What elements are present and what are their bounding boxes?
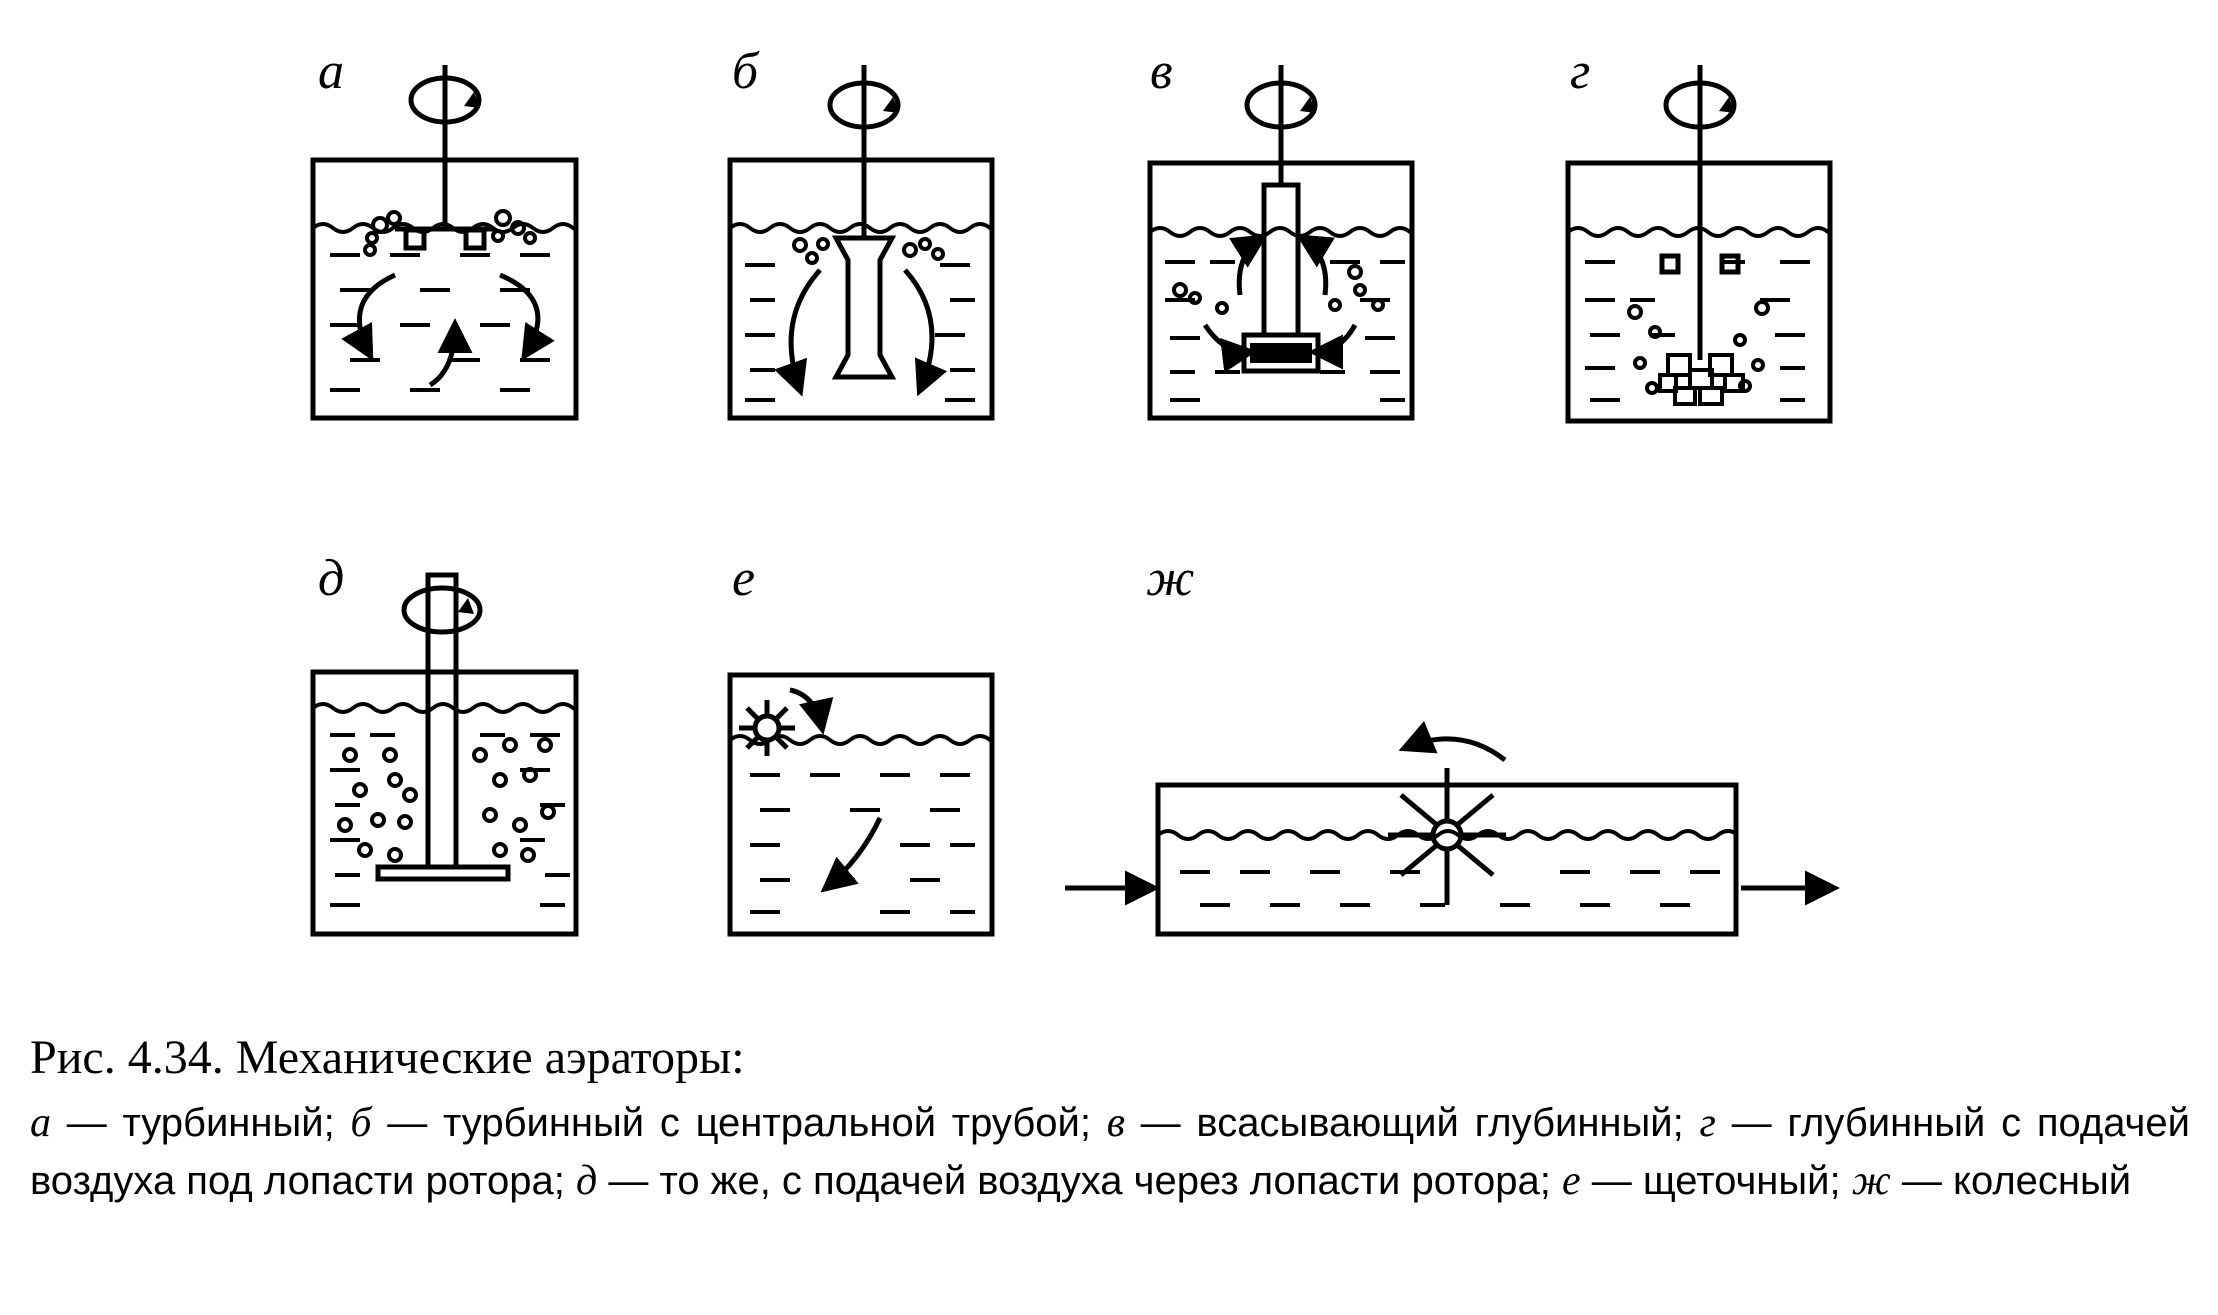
- caption-item: ж — колесный: [1851, 1158, 2132, 1204]
- caption-sep: —: [1715, 1101, 1788, 1145]
- figure-caption: Рис. 4.34. Механические аэраторы: а — ту…: [30, 1028, 2190, 1210]
- panel-g-deep-aerator-air-under-rotor: [1565, 65, 1833, 424]
- caption-text: всасывающий глубинный;: [1196, 1101, 1700, 1145]
- caption-key: в: [1106, 1100, 1125, 1146]
- caption-item: г — глубинный с подачей воздуха под лопа…: [30, 1100, 2190, 1203]
- caption-sep: —: [597, 1159, 660, 1203]
- caption-text: щеточный;: [1642, 1159, 1852, 1203]
- caption-key: д: [575, 1158, 598, 1204]
- panel-label-g: г: [1570, 43, 1590, 100]
- caption-text: глубинный с подачей воздуха под лопасти …: [30, 1101, 2190, 1203]
- caption-key: ж: [1851, 1158, 1891, 1204]
- panel-label-d: д: [318, 550, 344, 607]
- caption-key: г: [1699, 1100, 1716, 1146]
- caption-key: е: [1561, 1158, 1581, 1204]
- panel-label-a: а: [318, 43, 344, 100]
- caption-key: б: [350, 1100, 372, 1146]
- panel-b-turbine-central-tube: [727, 65, 995, 421]
- caption-item: а — турбинный;: [30, 1100, 351, 1146]
- panel-e-brush-aerator: [727, 672, 995, 937]
- caption-key: а: [30, 1100, 51, 1146]
- caption-sep: —: [371, 1101, 444, 1145]
- panel-v-suction-deep-aerator: [1147, 65, 1415, 421]
- panel-label-v: в: [1150, 43, 1173, 100]
- caption-text: турбинный;: [122, 1101, 351, 1145]
- panel-label-b: б: [732, 43, 760, 100]
- caption-sep: —: [51, 1101, 123, 1145]
- caption-item: б — турбинный с центральной трубой;: [350, 1100, 1107, 1146]
- caption-sep: —: [1580, 1159, 1643, 1203]
- caption-title: Рис. 4.34. Механические аэраторы:: [30, 1031, 745, 1084]
- caption-text: колесный: [1953, 1159, 2132, 1203]
- panel-zh-wheel-aerator: [1065, 721, 1840, 937]
- caption-sep: —: [1890, 1159, 1954, 1203]
- panel-label-zh: ж: [1146, 550, 1194, 607]
- panel-a-turbine-aerator: [310, 65, 579, 421]
- caption-body: а — турбинный; б — турбинный с центральн…: [30, 1094, 2190, 1210]
- caption-text: то же, с подачей воздуха через лопасти р…: [659, 1159, 1562, 1203]
- caption-text: турбинный с центральной трубой;: [443, 1101, 1107, 1145]
- caption-sep: —: [1124, 1101, 1197, 1145]
- caption-item: д — то же, с подачей воздуха через лопас…: [575, 1158, 1562, 1204]
- caption-item: в — всасывающий глубинный;: [1106, 1100, 1700, 1146]
- caption-item: е — щеточный;: [1561, 1158, 1852, 1204]
- panel-d-air-through-rotor: [310, 572, 579, 937]
- panel-label-e: е: [732, 550, 755, 607]
